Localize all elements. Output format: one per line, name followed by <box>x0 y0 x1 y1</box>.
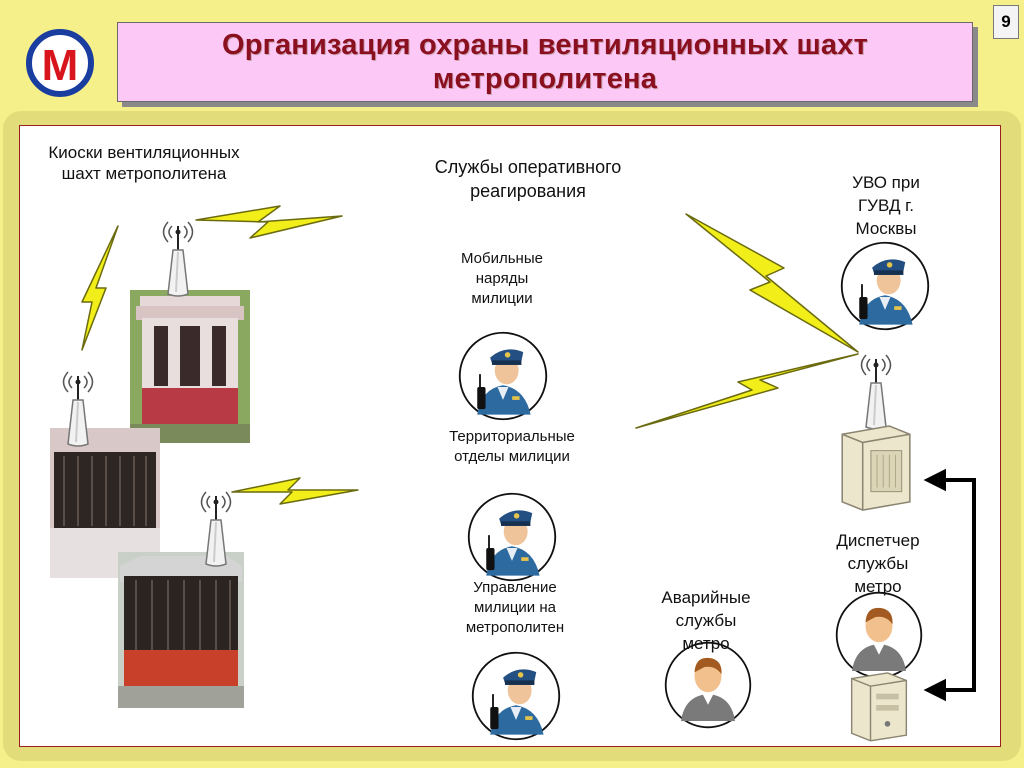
logo-letter: М <box>42 41 79 90</box>
title-line-2: метрополитена <box>432 63 658 95</box>
lightning-bolt-1 <box>81 225 119 351</box>
server-icon <box>841 425 911 511</box>
lightning-bolt-4 <box>685 213 859 353</box>
antenna-icon-1 <box>162 221 194 297</box>
metro-logo-icon: М <box>26 29 94 97</box>
kiosk-photo-1 <box>130 290 250 443</box>
lightning-bolt-2 <box>195 205 343 239</box>
lightning-bolt-5 <box>635 353 859 429</box>
slide-number: 9 <box>993 5 1019 39</box>
person-icon-dispatcher <box>835 591 923 679</box>
lightning-bolt-3 <box>231 477 359 505</box>
antenna-icon-4 <box>860 353 892 431</box>
person-icon-emergency <box>664 641 752 729</box>
title-line-1: Организация охраны вентиляционных шахт <box>222 29 868 61</box>
double-arrow <box>923 468 976 702</box>
lightning-bolts <box>81 205 859 505</box>
computer-icon <box>850 672 908 742</box>
police-officer-icon-metro <box>471 651 561 741</box>
police-officer-icon-mobile <box>458 331 548 421</box>
kiosk-photo-3 <box>118 552 244 708</box>
title-box: Организация охраны вентиляционных шахт м… <box>117 22 973 102</box>
police-officer-icon-territorial <box>467 492 557 582</box>
police-officer-icon-uvo <box>840 241 930 331</box>
